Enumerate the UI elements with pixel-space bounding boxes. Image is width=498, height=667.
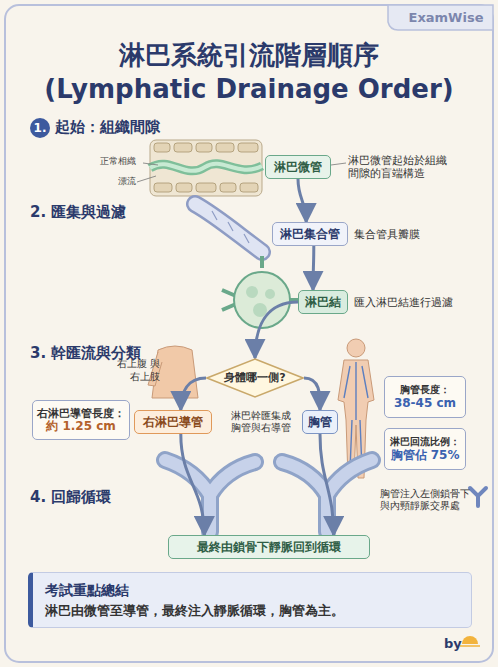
title-spacer — [397, 38, 479, 72]
annotation-text: 淋巴微管起始於組織間隙的盲端構造 — [348, 154, 450, 180]
logo-icon — [460, 636, 480, 646]
flow-arrow — [181, 378, 206, 410]
flow-arrow — [298, 179, 306, 222]
node-text: 淋巴微管 — [274, 160, 322, 174]
title-text: 淋巴系統引流階層順序 (Lymphatic Drainage Order) — [44, 40, 453, 104]
process-box: 右淋巴導管 — [134, 410, 212, 434]
node-text: 考試重點總結 — [45, 582, 129, 599]
flow-arrow — [181, 434, 205, 535]
body-head — [347, 339, 365, 357]
node-text: 胸管長度： — [400, 384, 450, 396]
collecting-vessel — [195, 204, 262, 252]
diamond-shape — [207, 359, 303, 397]
brand-label: ExamWise — [404, 10, 488, 26]
node-subtext: 淋巴由微管至導管，最終注入靜脈循環，胸管為主。 — [45, 603, 344, 618]
annotation-text: 正常相織 — [100, 156, 145, 167]
vein-right — [282, 460, 372, 532]
node-text: 身體哪一側? — [224, 371, 285, 384]
annotation-text: by — [444, 636, 464, 652]
node-text: 右淋巴導管長度： — [37, 407, 125, 420]
node-subtext: 38-45 cm — [394, 396, 456, 410]
node-follicle — [253, 303, 267, 317]
leader-line — [143, 163, 158, 165]
process-box: 最終由鎖骨下靜脈回到循環 — [168, 535, 370, 559]
title-spacer — [19, 38, 101, 72]
node-text: 胸管 — [308, 415, 332, 429]
node-text: 淋巴結 — [305, 295, 341, 309]
annotation-text: 4. 回歸循環 — [30, 488, 180, 507]
brand-tab — [388, 5, 493, 30]
annotation-text: 右上腹 與右上肢 — [114, 358, 160, 383]
node-text: 最終由鎖骨下靜脈回到循環 — [197, 540, 341, 554]
flow-arrow — [304, 378, 320, 410]
process-box: 淋巴微管 — [265, 155, 331, 179]
page-frame — [5, 5, 493, 662]
process-box: 淋巴集合管 — [272, 222, 348, 246]
capillary-lumen — [150, 164, 262, 171]
leader-line — [137, 176, 156, 182]
tissue-illustration — [137, 140, 346, 196]
annotation-text: 集合管具瓣膜 — [354, 228, 444, 241]
tissue-block — [150, 140, 262, 196]
node-text: 右淋巴導管 — [143, 415, 203, 429]
annotation-text: 起始：組織間隙 — [55, 118, 195, 137]
vessel-valves — [212, 211, 249, 243]
annotation-text: 胸管注入左側鎖骨下 與內頸靜脈交界處 — [380, 488, 470, 512]
flow-arrow — [255, 302, 298, 358]
vein-left — [165, 460, 255, 532]
process-box: 淋巴結 — [298, 290, 348, 314]
annotation-text: 漂流 — [118, 176, 142, 187]
process-box: 胸管長度：38-45 cm — [384, 376, 466, 418]
lymph-node-illustration — [222, 256, 300, 328]
node-text: 淋巴集合管 — [280, 227, 340, 241]
process-box: 右淋巴導管長度：約 1.25 cm — [32, 400, 130, 440]
node-subtext: 約 1.25 cm — [46, 419, 116, 433]
decision-diamond: 身體哪一側? — [206, 358, 304, 398]
leader-line — [331, 163, 346, 165]
title: 淋巴系統引流階層順序 (Lymphatic Drainage Order) — [19, 38, 479, 106]
node-subtext: 胸管佔 75% — [391, 448, 460, 462]
flow-arrow — [312, 246, 316, 290]
node-follicle — [265, 289, 275, 299]
process-box: 胸管 — [302, 410, 338, 434]
callout-number: 1. — [30, 118, 50, 138]
summary-box: 考試重點總結淋巴由微管至導管，最終注入靜脈循環，胸管為主。 — [28, 572, 472, 628]
annotation-text: 匯入淋巴結進行過濾 — [354, 296, 464, 309]
annotation-text: 淋巴幹匯集成 胸管與右導管 — [226, 410, 296, 434]
process-box: 淋巴回流比例：胸管佔 75% — [384, 428, 466, 470]
collecting-vessel-inner — [195, 204, 262, 252]
vein-icon — [470, 488, 486, 506]
node-text: 淋巴回流比例： — [390, 436, 460, 448]
capillary-vessel — [150, 164, 262, 171]
flow-arrow — [320, 434, 334, 535]
node-follicle — [246, 286, 258, 298]
annotation-text: 2. 匯集與過濾 — [30, 203, 180, 222]
